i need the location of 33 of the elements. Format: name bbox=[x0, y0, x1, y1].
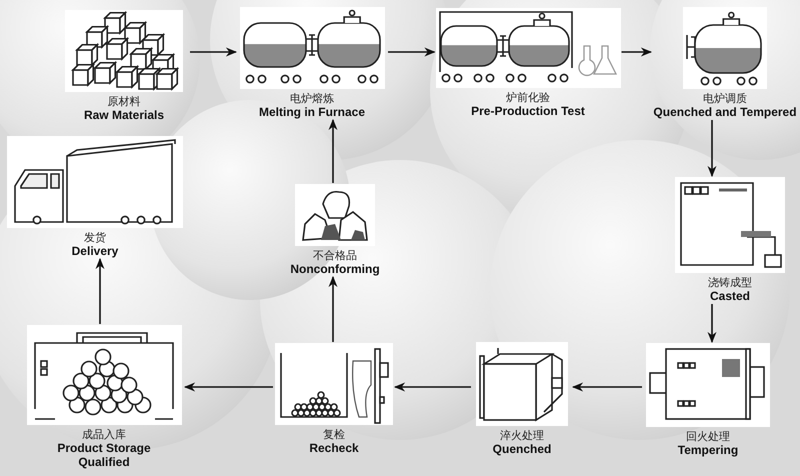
step-caption-chinese: 淬火处理 bbox=[500, 429, 544, 442]
arrow bbox=[572, 382, 642, 392]
step-caption-chinese: 成品入库 bbox=[82, 428, 126, 441]
step-caption: Tempering bbox=[678, 443, 738, 457]
step-caption: Product Storage Qualified bbox=[56, 441, 152, 469]
step-caption-chinese: 复检 bbox=[323, 428, 345, 441]
step-caption: Raw Materials bbox=[84, 108, 164, 122]
step-caption-chinese: 电炉熔炼 bbox=[290, 92, 334, 105]
step-caption-chinese: 回火处理 bbox=[686, 430, 730, 443]
arrow bbox=[394, 382, 471, 392]
step-caption: Melting in Furnace bbox=[258, 105, 365, 119]
arrow bbox=[96, 258, 104, 324]
step-caption: Nonconforming bbox=[290, 262, 380, 276]
arrow bbox=[622, 48, 652, 56]
step-caption-chinese: 浇铸成型 bbox=[708, 276, 752, 289]
step-caption: Delivery bbox=[72, 244, 118, 258]
step-caption-chinese: 发货 bbox=[84, 231, 106, 244]
step-caption: Pre-Production Test bbox=[471, 104, 585, 118]
arrow bbox=[328, 276, 338, 342]
arrow bbox=[708, 304, 716, 344]
step-caption-chinese: 电炉调质 bbox=[703, 92, 747, 105]
step-caption: Quenched bbox=[492, 442, 552, 456]
step-caption: Recheck bbox=[309, 441, 359, 455]
step-caption: Casted bbox=[710, 289, 750, 303]
step-caption-chinese: 炉前化验 bbox=[506, 91, 550, 104]
arrow bbox=[184, 382, 273, 392]
step-caption-chinese: 原材料 bbox=[108, 95, 140, 108]
step-caption: Quenched and Tempered bbox=[653, 105, 797, 119]
arrow bbox=[708, 120, 716, 178]
arrow bbox=[388, 48, 436, 56]
arrow bbox=[328, 118, 338, 183]
step-caption-chinese: 不合格品 bbox=[313, 249, 357, 262]
arrow bbox=[190, 48, 238, 56]
